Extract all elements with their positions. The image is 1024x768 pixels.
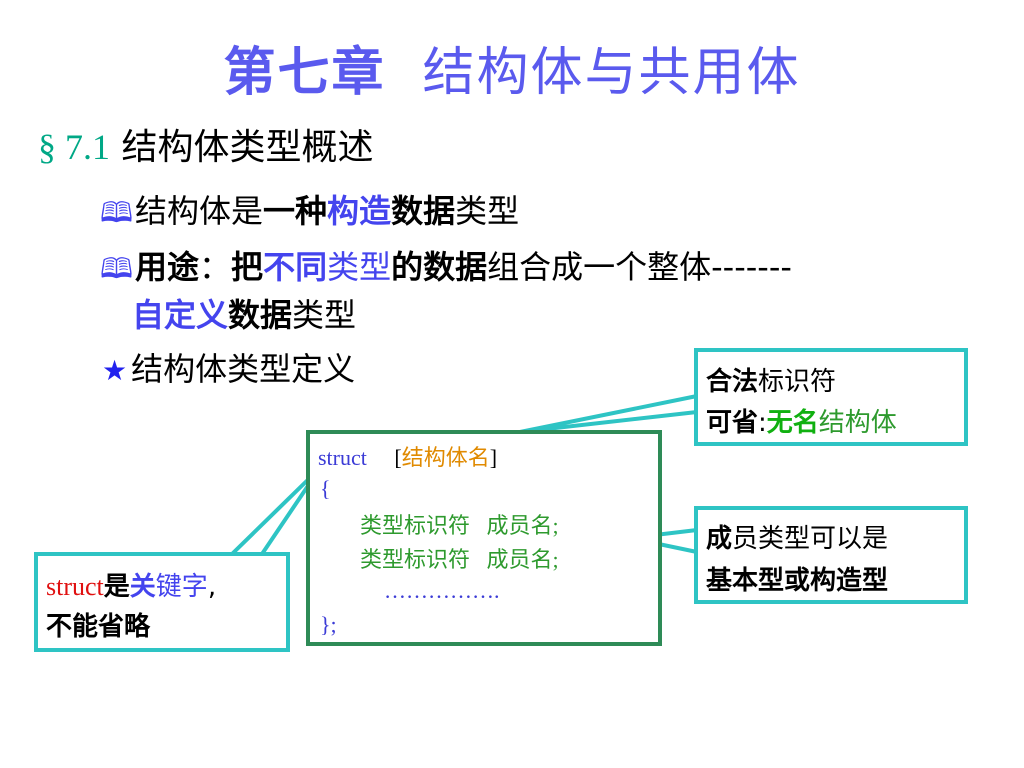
note-text: 无名 xyxy=(766,408,819,438)
code-line-struct: struct [结构体名] xyxy=(318,440,497,472)
bullet-text: 类型 xyxy=(455,192,520,230)
code-brace-open: { xyxy=(320,476,331,501)
book-icon: 🕮 xyxy=(100,252,134,285)
note-keyword xyxy=(34,552,290,652)
note-text: 是 xyxy=(103,572,130,602)
note-identifier-line2: 可省:无名结构体 xyxy=(706,402,897,439)
bullet-text: 把 xyxy=(231,248,264,286)
code-member-line: 类型标识符 成员名; xyxy=(360,508,559,540)
bullet-text: 结构体类型定义 xyxy=(131,350,356,388)
note-identifier-line1: 合法标识符 xyxy=(706,361,836,398)
struct-name: 结构体名 xyxy=(401,445,490,470)
note-member-type-line2: 基本型或构造型 xyxy=(706,566,889,596)
bullet-text: 的数据 xyxy=(391,248,488,286)
bullet-purpose: 🕮用途：把不同类型的数据组合成一个整体------- xyxy=(100,242,792,296)
bullet-struct-definition: ★结构体类型定义 xyxy=(102,344,355,390)
note-text: , xyxy=(207,572,217,602)
note-member-type xyxy=(694,506,968,604)
bullet-text: 数据 xyxy=(228,296,293,334)
bullet-text: 构造 xyxy=(327,192,392,230)
bullet-text: 不同 xyxy=(263,248,328,286)
bullet-text: 组合成一个整体------- xyxy=(487,248,792,286)
section-title: 结构体类型概述 xyxy=(121,127,374,168)
code-ellipsis: ……………. xyxy=(384,578,500,603)
section-number: § 7.1 xyxy=(38,127,110,167)
note-text: 员类型可以是 xyxy=(732,524,889,554)
page-title: 第七章 结构体与共用体 xyxy=(0,30,1024,105)
bullet-text: 一种 xyxy=(263,192,328,230)
struct-code-box xyxy=(306,430,662,646)
bullet-definition: 🕮结构体是一种构造数据类型 xyxy=(100,186,519,240)
member-type: 类型标识符 xyxy=(360,513,471,538)
section-heading: § 7.1 结构体类型概述 xyxy=(38,118,373,170)
member-name: 成员名; xyxy=(486,513,559,538)
note-text: 键字 xyxy=(155,572,208,602)
note-text: 可省 xyxy=(706,408,759,438)
chapter-label: 第七章 xyxy=(223,43,386,103)
top-callout-pointer xyxy=(518,394,699,434)
bullet-text: 结构体是 xyxy=(135,192,264,230)
note-text: 成 xyxy=(706,524,733,554)
note-identifier xyxy=(694,348,968,446)
bullet-text: ： xyxy=(199,248,232,286)
note-text: 关 xyxy=(129,572,156,602)
note-text: : xyxy=(758,408,767,438)
code-brace-close: }; xyxy=(320,612,337,637)
bullet-text: 类型 xyxy=(292,296,357,334)
bracket-open: [ xyxy=(394,445,402,470)
note-text: 标识符 xyxy=(758,367,837,397)
struct-keyword: struct xyxy=(318,445,367,470)
member-name: 成员名; xyxy=(486,547,559,572)
member-type: 类型标识符 xyxy=(360,547,471,572)
bullet-text: 类型 xyxy=(327,248,392,286)
bullet-text: 用途 xyxy=(135,248,200,286)
bullet-purpose-continued: 自定义数据类型 xyxy=(132,290,356,336)
note-text: 结构体 xyxy=(818,408,897,438)
note-text: 合法 xyxy=(706,367,759,397)
bracket-close: ] xyxy=(489,445,498,470)
note-text: struct xyxy=(46,572,104,601)
book-icon: 🕮 xyxy=(100,196,134,229)
bullet-text: 数据 xyxy=(391,192,456,230)
note-keyword-line2: 不能省略 xyxy=(46,612,151,642)
star-icon: ★ xyxy=(102,354,128,387)
note-member-type-line1: 成员类型可以是 xyxy=(706,518,888,555)
code-member-line: 类型标识符 成员名; xyxy=(360,542,559,574)
note-keyword-line1: struct是关键字, xyxy=(46,566,216,603)
bullet-text: 自定义 xyxy=(132,296,229,334)
chapter-topic: 结构体与共用体 xyxy=(422,43,801,103)
